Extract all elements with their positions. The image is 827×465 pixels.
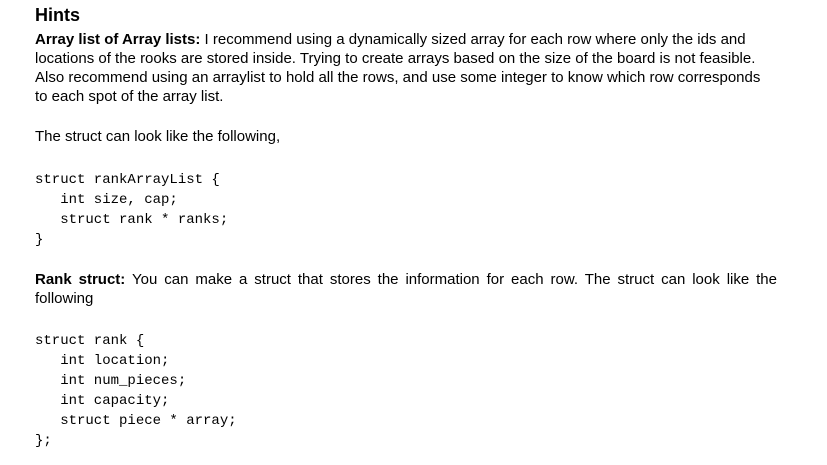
paragraph-array-list-lead: Array list of Array lists: — [35, 31, 201, 48]
paragraph-array-list-text: I recommend using a dynamically sized ar… — [35, 31, 761, 105]
code-block-rank-array-list: struct rankArrayList { int size, cap; st… — [35, 172, 229, 248]
paragraph-struct-intro: The struct can look like the following, — [35, 128, 281, 145]
page-title: Hints — [35, 5, 80, 25]
paragraph-rank-struct: Rank struct: You can make a struct that … — [35, 270, 777, 308]
paragraph-rank-struct-text: You can make a struct that stores the in… — [35, 271, 777, 307]
paragraph-array-list: Array list of Array lists: I recommend u… — [35, 30, 777, 106]
code-block-rank-struct: struct rank { int location; int num_piec… — [35, 333, 237, 449]
paragraph-rank-struct-lead: Rank struct: — [35, 271, 126, 288]
